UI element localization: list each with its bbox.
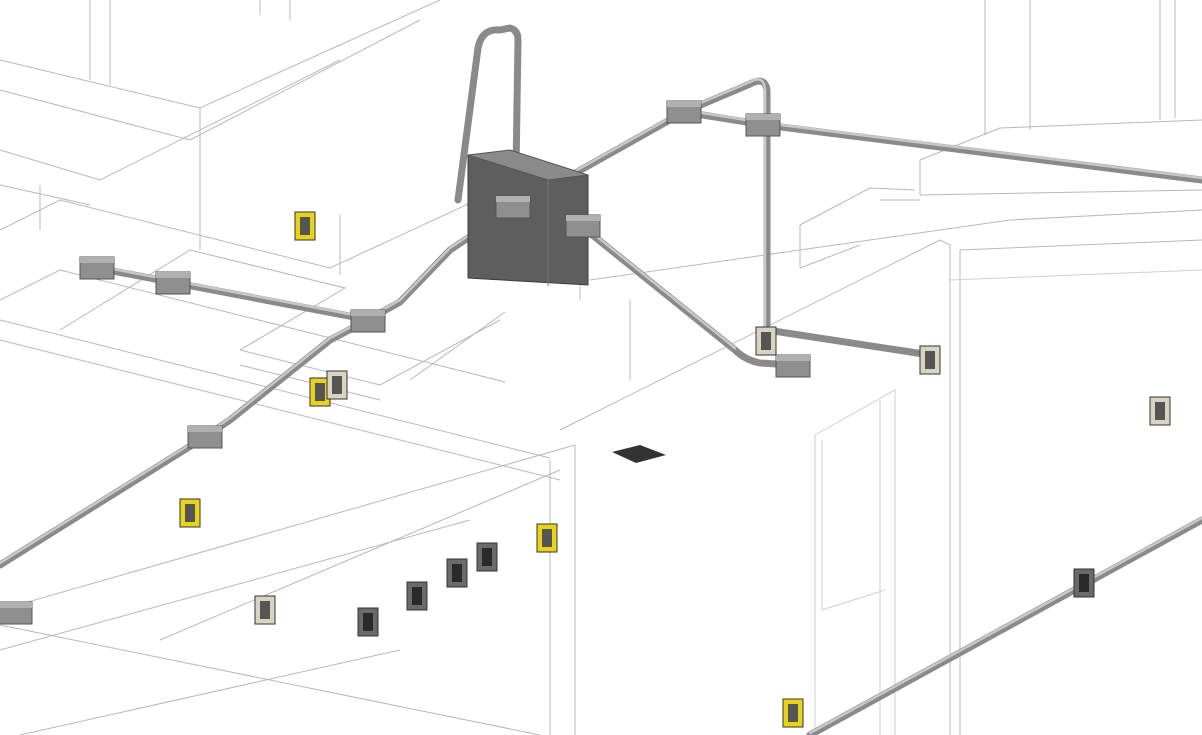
- junction-box-icon[interactable]: [155, 271, 191, 295]
- wall-devices: [179, 211, 1171, 728]
- receptacle-icon[interactable]: [179, 498, 201, 528]
- switch-icon[interactable]: [254, 595, 276, 625]
- switch-icon[interactable]: [326, 370, 348, 400]
- data-outlet-icon[interactable]: [406, 581, 428, 611]
- junction-box-icon[interactable]: [745, 113, 781, 137]
- receptacle-icon[interactable]: [309, 377, 331, 407]
- electrical-panel[interactable]: [467, 149, 589, 286]
- data-outlet-icon[interactable]: [476, 542, 498, 572]
- floor-grille-icon: [612, 445, 666, 463]
- receptacle-icon[interactable]: [782, 698, 804, 728]
- data-outlet-icon[interactable]: [1073, 568, 1095, 598]
- switch-icon[interactable]: [1149, 396, 1171, 426]
- junction-box-icon[interactable]: [0, 601, 33, 625]
- conduit-runs: [0, 24, 1202, 735]
- junction-box-icon[interactable]: [495, 195, 531, 219]
- receptacle-icon[interactable]: [294, 211, 316, 241]
- junction-box-icon[interactable]: [79, 256, 115, 280]
- switch-icon[interactable]: [919, 345, 941, 375]
- receptacle-icon[interactable]: [536, 523, 558, 553]
- junction-boxes: [0, 100, 811, 625]
- junction-box-icon[interactable]: [565, 214, 601, 238]
- switch-icon[interactable]: [755, 326, 777, 356]
- data-outlet-icon[interactable]: [357, 607, 379, 637]
- junction-box-icon[interactable]: [666, 100, 702, 124]
- junction-box-icon[interactable]: [187, 425, 223, 449]
- junction-box-icon[interactable]: [775, 354, 811, 378]
- data-outlet-icon[interactable]: [446, 558, 468, 588]
- junction-box-icon[interactable]: [350, 309, 386, 333]
